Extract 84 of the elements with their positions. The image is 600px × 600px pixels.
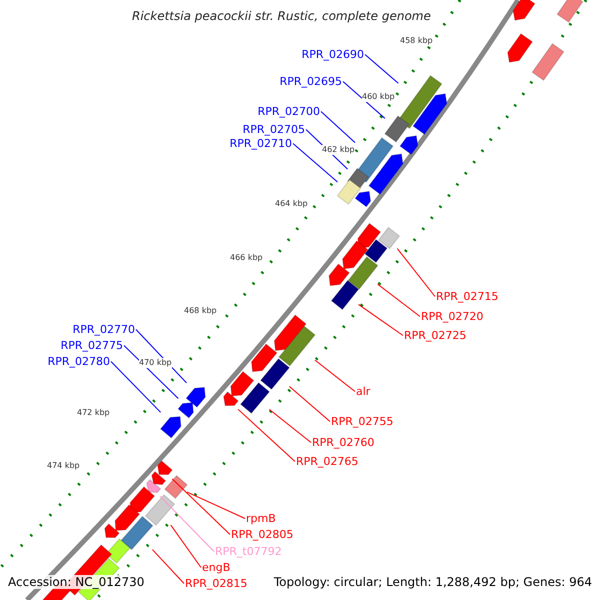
leader-line (186, 492, 246, 519)
gene-label: RPR_02705 (242, 123, 305, 136)
gene-feature (328, 263, 350, 286)
gene-feature (556, 0, 584, 23)
leader-line (342, 81, 386, 119)
leader-line (320, 111, 356, 144)
gene-feature (240, 382, 270, 414)
gene-feature (177, 402, 194, 419)
scale-label: 464 kbp (275, 199, 308, 209)
gene-feature (223, 391, 239, 406)
gene-feature (278, 325, 316, 367)
gene-label: RPR_02775 (60, 339, 123, 352)
leader-line (396, 248, 436, 297)
gene-label: RPR_02695 (280, 75, 342, 88)
gene-label: RPR_02700 (258, 105, 320, 118)
leader-line (152, 549, 184, 584)
map-info-text: Accession: NC_012730 (8, 575, 144, 589)
leader-line (364, 54, 399, 84)
gene-feature (384, 115, 410, 143)
leader-line (124, 345, 179, 399)
leader-line (170, 524, 202, 568)
gene-feature (512, 0, 536, 21)
gene-feature (354, 190, 372, 208)
scale-label: 468 kbp (184, 306, 217, 316)
gene-label: RPR_02720 (421, 310, 484, 323)
leader-line (160, 496, 214, 552)
gene-feature (114, 504, 140, 532)
gene-label: RPR_02765 (296, 455, 358, 468)
gene-label: rpmB (246, 512, 276, 525)
gene-feature (157, 460, 173, 476)
gene-feature (120, 516, 154, 550)
leader-line (172, 478, 230, 535)
scale-label: 470 kbp (139, 358, 172, 368)
gene-label: RPR_t07792 (215, 545, 282, 558)
gene-label: RPR_02715 (436, 290, 498, 303)
gene-feature (144, 494, 176, 526)
gene-label: RPR_02755 (331, 415, 394, 428)
gene-label: RPR_02780 (48, 355, 110, 368)
gene-feature (378, 226, 400, 250)
scale-label: 472 kbp (77, 408, 110, 418)
gene-feature (186, 386, 206, 408)
gene-feature (398, 74, 442, 130)
map-title: Rickettsia peacockii str. Rustic, complete genome (132, 10, 431, 23)
leader-line (358, 304, 404, 336)
leader-line (238, 408, 296, 462)
gene-label: RPR_02815 (185, 577, 248, 590)
gene-label: RPR_02770 (72, 323, 135, 336)
map-info-text: Topology: circular; Length: 1,288,492 bp; Genes: 964 (274, 575, 592, 589)
gene-feature (230, 370, 254, 397)
gene-feature (364, 238, 388, 264)
gene-feature (368, 153, 404, 195)
gene-feature (130, 486, 156, 514)
gene-label: RPR_02710 (230, 137, 292, 150)
gene-feature (357, 222, 382, 249)
gene-feature (164, 474, 188, 500)
gene-label: RPR_02760 (312, 436, 374, 449)
leader-line (314, 360, 356, 392)
scale-label: 466 kbp (230, 253, 263, 263)
gene-feature (330, 280, 360, 310)
scale-label: 462 kbp (322, 145, 355, 155)
gene-feature (412, 93, 448, 135)
leader-line (268, 408, 312, 443)
gene-label: RPR_02725 (404, 329, 466, 342)
gene-feature (348, 256, 378, 290)
leader-line (288, 386, 330, 422)
scale-label: 474 kbp (47, 461, 80, 471)
leader-line (110, 361, 162, 413)
gene-label: RPR_02690 (302, 48, 364, 61)
gene-label: engB (202, 561, 230, 574)
gene-feature (342, 240, 368, 270)
gene-feature (260, 358, 290, 390)
leader-line (377, 284, 420, 317)
gene-feature (151, 470, 166, 486)
gene-feature (160, 416, 182, 439)
gene-label: RPR_02805 (231, 528, 294, 541)
gene-feature (399, 135, 418, 156)
gene-label: alr (356, 385, 370, 398)
scale-label: 460 kbp (362, 92, 395, 102)
leader-line (292, 143, 338, 183)
scale-label: 458 kbp (400, 36, 433, 46)
gene-feature (274, 314, 307, 352)
gene-feature (336, 179, 362, 205)
gene-feature (507, 33, 534, 63)
gene-feature (531, 42, 565, 82)
